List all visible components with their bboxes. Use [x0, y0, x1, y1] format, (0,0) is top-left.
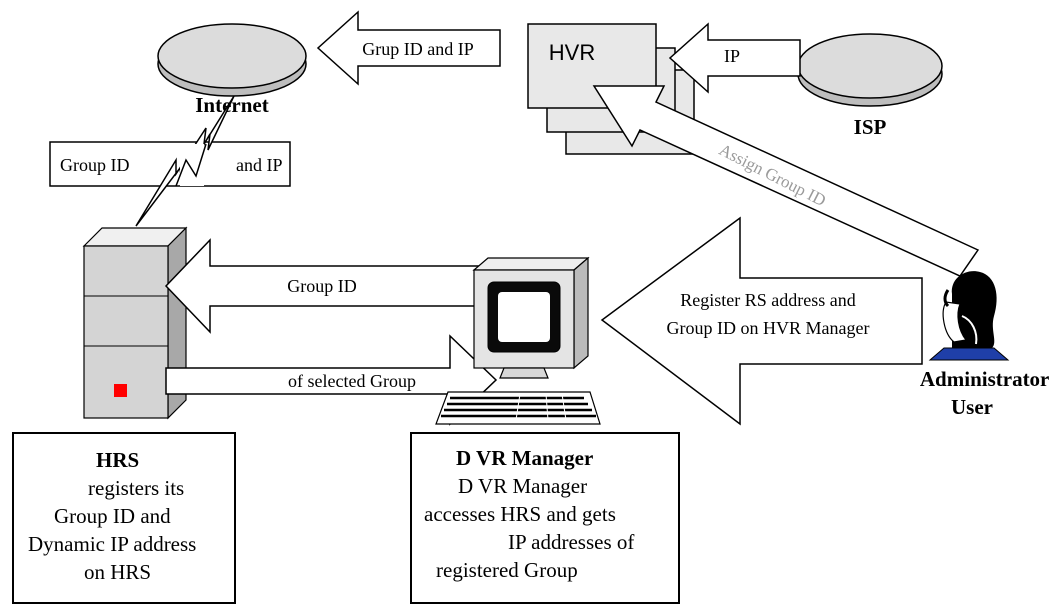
computer-icon	[435, 256, 601, 425]
admin-label-line1: Administrator /	[920, 367, 1050, 391]
hrs-title: HRS	[96, 448, 140, 472]
hvr-label: HVR	[549, 40, 595, 65]
hrs-line2: Group ID and	[54, 504, 171, 528]
admin-label-line2: User	[951, 395, 993, 419]
server-led	[114, 384, 127, 397]
isp-node	[797, 33, 943, 107]
register-line2: Group ID on HVR Manager	[667, 318, 870, 338]
register-arrow	[600, 216, 923, 426]
internet-label: Internet	[195, 93, 268, 117]
register-line1: Register RS address and	[680, 290, 855, 310]
ip-arrow	[668, 22, 801, 94]
dvr-line2: accesses HRS and gets	[424, 502, 616, 526]
ip-label: IP	[724, 46, 740, 66]
dvr-title: D VR Manager	[456, 446, 594, 470]
lightning-link	[135, 95, 235, 227]
hrs-box: HRS registers its Group ID and Dynamic I…	[12, 432, 236, 604]
group-id-arrow	[164, 238, 483, 334]
dvr-manager-box: D VR Manager D VR Manager accesses HRS a…	[410, 432, 680, 604]
dvr-line3: IP addresses of	[508, 530, 635, 554]
group-id-left-label: Group ID	[60, 155, 130, 175]
internet-node	[157, 23, 307, 97]
dvr-line4: registered Group	[436, 558, 578, 582]
grup-id-ip-label: Grup ID and IP	[362, 39, 473, 59]
administrator-icon	[928, 271, 1010, 361]
hrs-line1: registers its	[88, 476, 185, 500]
hrs-line3: Dynamic IP address	[28, 532, 197, 556]
group-id-label: Group ID	[287, 276, 357, 296]
isp-label: ISP	[854, 115, 887, 139]
dvr-line1: D VR Manager	[458, 474, 588, 498]
grup-id-ip-arrow	[316, 10, 501, 86]
of-selected-group-label: of selected Group	[288, 371, 416, 391]
group-id-right-label: and IP	[236, 155, 283, 175]
assign-group-id-arrow	[592, 85, 980, 277]
hrs-line4: on HRS	[84, 560, 152, 584]
